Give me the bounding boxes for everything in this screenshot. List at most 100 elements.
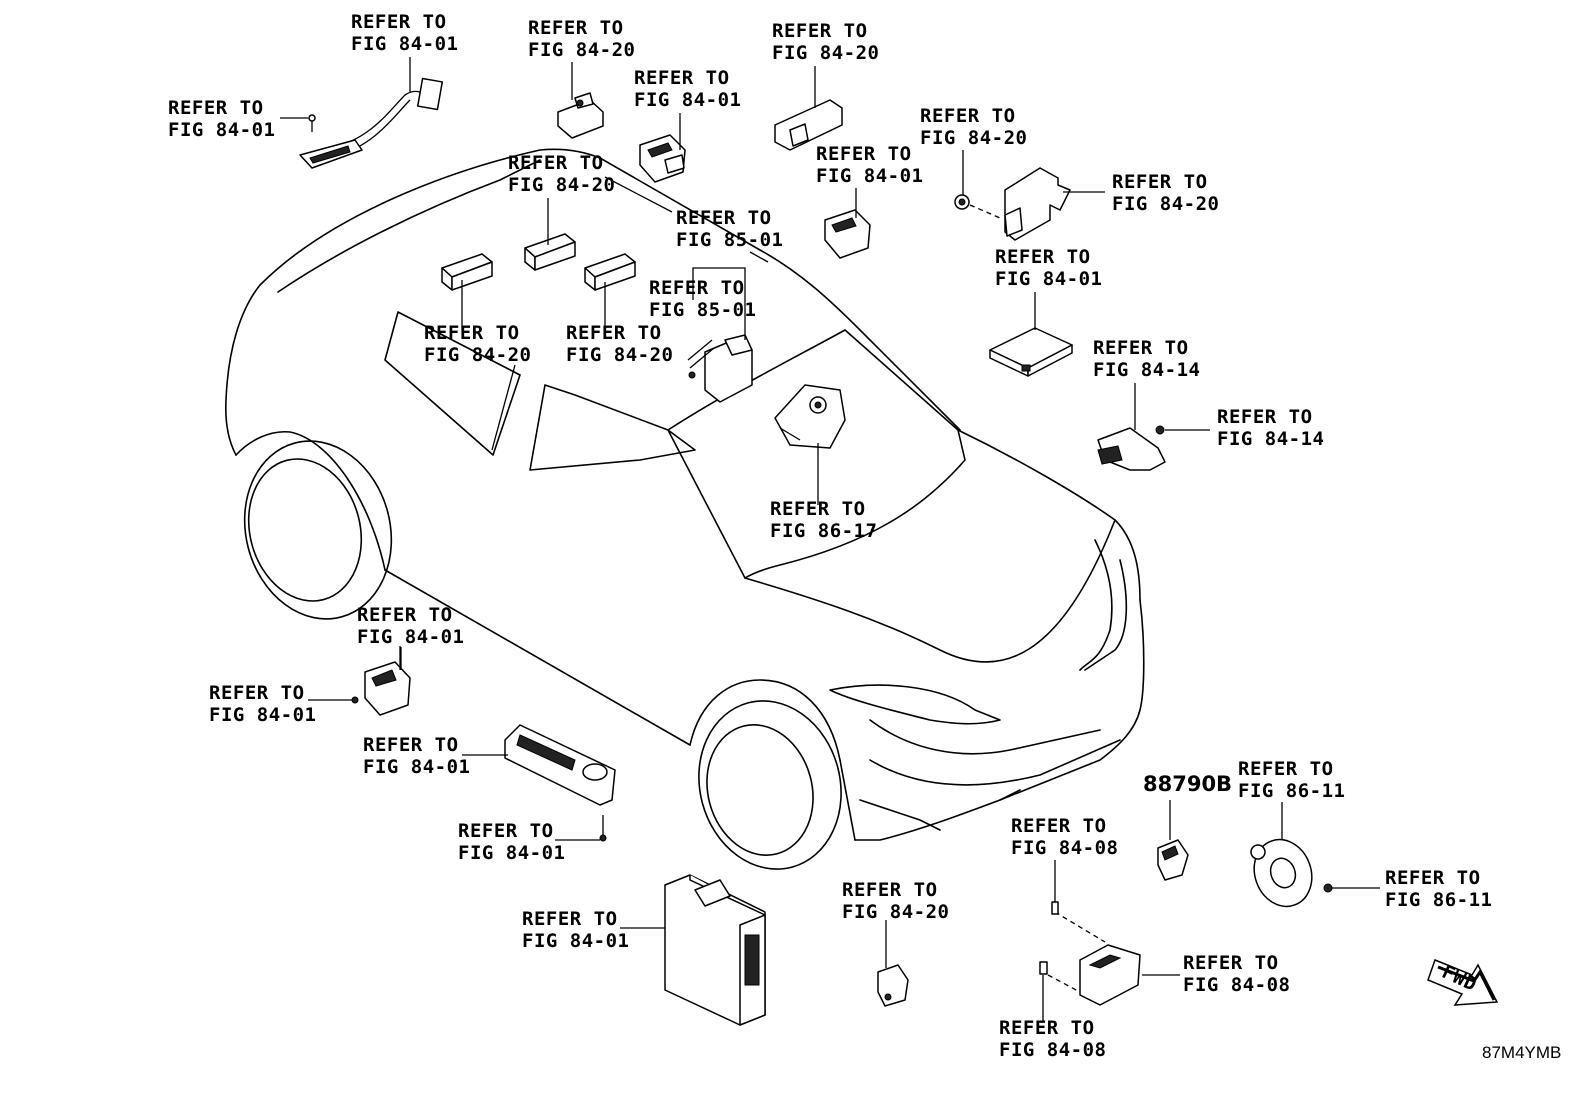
svg-text:FIG 85-01: FIG 85-01	[676, 229, 783, 251]
svg-text:FIG 84-20: FIG 84-20	[566, 344, 673, 366]
svg-text:REFER TO: REFER TO	[1385, 867, 1481, 889]
svg-text:FIG 84-14: FIG 84-14	[1217, 428, 1324, 450]
bracket-module-part	[954, 167, 1071, 241]
svg-text:FIG 86-11: FIG 86-11	[1385, 889, 1492, 911]
svg-text:REFER TO: REFER TO	[676, 207, 772, 229]
window-switch-part	[504, 724, 616, 842]
svg-text:REFER TO: REFER TO	[634, 67, 730, 89]
svg-text:FIG 84-01: FIG 84-01	[363, 756, 470, 778]
drawing-code: 87M4YMB	[1482, 1043, 1561, 1062]
control-module-part	[989, 327, 1073, 377]
svg-text:REFER TO: REFER TO	[168, 97, 264, 119]
svg-text:REFER TO: REFER TO	[816, 143, 912, 165]
connector-sensor-part	[1157, 839, 1189, 881]
svg-text:FIG 84-01: FIG 84-01	[209, 704, 316, 726]
svg-text:REFER TO: REFER TO	[999, 1017, 1095, 1039]
body-control-module-part	[664, 874, 766, 1026]
svg-text:REFER TO: REFER TO	[508, 152, 604, 174]
switch-part-top	[639, 134, 686, 183]
svg-text:FIG 84-14: FIG 84-14	[1093, 359, 1200, 381]
vehicle-outline	[225, 148, 1145, 870]
svg-text:REFER TO: REFER TO	[1183, 952, 1279, 974]
svg-text:FIG 84-01: FIG 84-01	[357, 626, 464, 648]
door-switch-part	[351, 661, 411, 716]
svg-text:FIG 84-08: FIG 84-08	[1011, 837, 1118, 859]
leader-lines	[280, 57, 1380, 1022]
svg-text:FIG 84-20: FIG 84-20	[772, 42, 879, 64]
svg-text:REFER TO: REFER TO	[1011, 815, 1107, 837]
horn-part	[1250, 838, 1333, 908]
sensor-part-right	[1097, 425, 1166, 471]
svg-text:FIG 84-01: FIG 84-01	[522, 930, 629, 952]
svg-text:REFER TO: REFER TO	[649, 277, 745, 299]
svg-text:FIG 84-01: FIG 84-01	[634, 89, 741, 111]
svg-text:REFER TO: REFER TO	[995, 246, 1091, 268]
svg-text:REFER TO: REFER TO	[522, 908, 618, 930]
svg-text:FIG 84-01: FIG 84-01	[816, 165, 923, 187]
svg-text:REFER TO: REFER TO	[772, 20, 868, 42]
svg-text:FIG 84-01: FIG 84-01	[351, 33, 458, 55]
svg-text:REFER TO: REFER TO	[1112, 171, 1208, 193]
actuator-module-part	[1039, 901, 1141, 1006]
svg-text:REFER TO: REFER TO	[528, 17, 624, 39]
svg-text:REFER TO: REFER TO	[1238, 758, 1334, 780]
switch-part-right	[824, 209, 871, 259]
svg-text:FIG 84-20: FIG 84-20	[1112, 193, 1219, 215]
svg-text:FIG 84-01: FIG 84-01	[458, 842, 565, 864]
svg-text:FIG 84-01: FIG 84-01	[168, 119, 275, 141]
antenna-module-part	[557, 92, 604, 139]
svg-text:REFER TO: REFER TO	[770, 498, 866, 520]
svg-text:FIG 84-20: FIG 84-20	[920, 127, 1027, 149]
parts	[299, 77, 1499, 1026]
forward-arrow-icon	[1427, 959, 1499, 1006]
svg-text:REFER TO: REFER TO	[1093, 337, 1189, 359]
svg-text:REFER TO: REFER TO	[363, 734, 459, 756]
svg-text:REFER TO: REFER TO	[1217, 406, 1313, 428]
svg-text:FIG 84-01: FIG 84-01	[995, 268, 1102, 290]
svg-text:REFER TO: REFER TO	[424, 322, 520, 344]
svg-text:REFER TO: REFER TO	[566, 322, 662, 344]
svg-text:REFER TO: REFER TO	[357, 604, 453, 626]
svg-text:REFER TO: REFER TO	[458, 820, 554, 842]
wire-harness-part	[299, 77, 444, 169]
svg-text:FIG 84-08: FIG 84-08	[999, 1039, 1106, 1061]
svg-text:FIG 86-17: FIG 86-17	[770, 520, 877, 542]
svg-text:FIG 84-20: FIG 84-20	[508, 174, 615, 196]
cabin-antenna-parts	[441, 233, 636, 291]
svg-text:FIG 85-01: FIG 85-01	[649, 299, 756, 321]
svg-text:REFER TO: REFER TO	[351, 11, 447, 33]
svg-text:REFER TO: REFER TO	[920, 105, 1016, 127]
svg-text:FIG 86-11: FIG 86-11	[1238, 780, 1345, 802]
sensor-part-bottom	[877, 964, 909, 1007]
antenna-part-top-right	[774, 99, 843, 151]
part-number-label: 88790B	[1143, 772, 1232, 796]
